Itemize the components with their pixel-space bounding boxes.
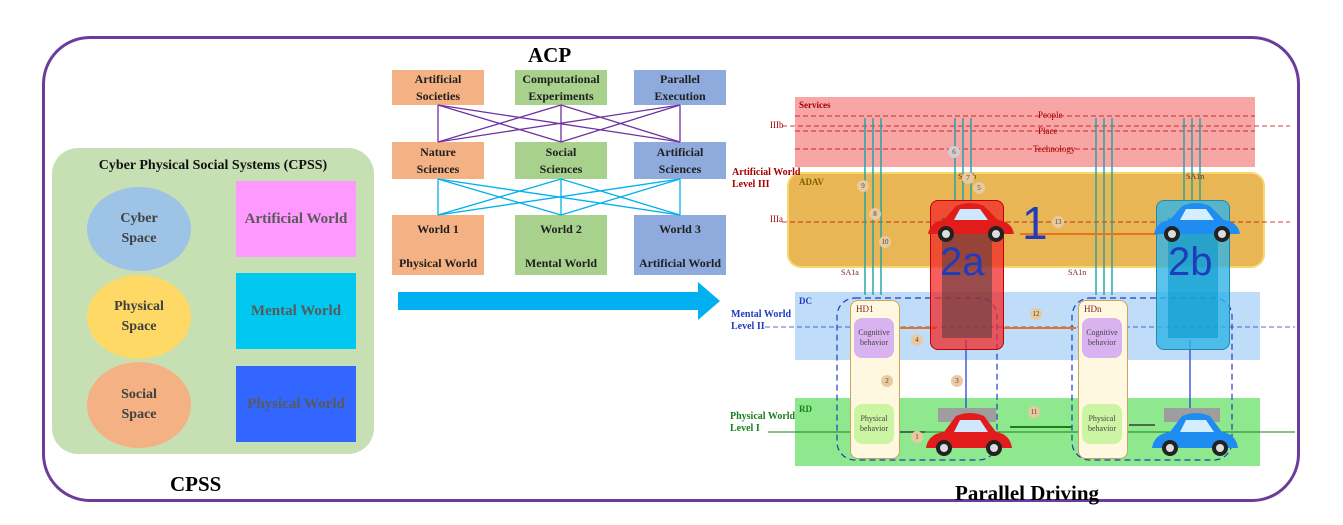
step-1-badge: 1 — [911, 431, 923, 443]
level-ii-label: Mental World Level II — [731, 309, 792, 332]
level-i-label: Physical World Level I — [730, 411, 796, 434]
sa1a-label: SA1a — [841, 268, 859, 277]
hdn-cognitive-behavior: Cognitive behavior — [1082, 318, 1122, 358]
step-7-badge: 7 — [962, 172, 974, 184]
step-11-badge: 11 — [1028, 406, 1040, 418]
cpss-caption: CPSS — [170, 472, 222, 496]
outer-frame — [42, 36, 1300, 502]
san-label: SA1n — [1186, 172, 1205, 181]
acp-world1-type: Physical World — [398, 256, 478, 270]
acp-parallel-execution: Parallel Execution — [634, 70, 726, 105]
tick-iiib: IIIb — [770, 120, 784, 130]
step-4-badge: 4 — [911, 334, 923, 346]
hd1-label: HD1 — [856, 304, 874, 314]
service-place: Place — [1038, 126, 1058, 136]
service-technology: Technology — [1033, 144, 1076, 154]
hdn-physical-behavior: Physical behavior — [1082, 404, 1122, 444]
cyber-space-label: Cyber Space — [120, 211, 158, 246]
step-2-badge: 2 — [881, 375, 893, 387]
acp-nature-sciences: Nature Sciences — [392, 142, 484, 179]
acp-world1-box: World 1 Physical World — [392, 215, 484, 275]
artificial-world-box: Artificial World — [236, 181, 356, 257]
hd1-cognitive-behavior: Cognitive behavior — [854, 318, 894, 358]
tick-iiia: IIIa — [770, 214, 783, 224]
hdn-label: HDn — [1084, 304, 1102, 314]
parallel-driving-caption: Parallel Driving — [955, 481, 1100, 505]
step-12-badge: 12 — [1030, 308, 1042, 320]
step-6-badge: 6 — [948, 146, 960, 158]
acp-social-sciences: Social Sciences — [515, 142, 607, 179]
acp-computational-experiments: Computational Experiments — [515, 70, 607, 105]
acp-artificial-sciences: Artificial Sciences — [634, 142, 726, 179]
acp-artificial-societies: Artificial Societies — [392, 70, 484, 105]
mental-world-box: Mental World — [236, 273, 356, 349]
acp-world3-box: World 3 Artificial World — [634, 215, 726, 275]
dc-label: DC — [799, 296, 812, 306]
acp-world2-type: Mental World — [524, 256, 598, 270]
transition-arrow — [398, 282, 720, 320]
acp-world1-name: World 1 — [417, 222, 459, 236]
level-iii-label: Artificial World Level III — [732, 167, 801, 190]
physical-space-label: Physical Space — [114, 299, 164, 334]
blue-physical-car-icon — [1152, 413, 1238, 456]
physical-space-ellipse: Physical Space — [87, 275, 191, 359]
services-label: Services — [799, 100, 831, 110]
red-virtual-car-icon — [928, 203, 1014, 242]
label-1: 1 — [1022, 197, 1048, 249]
social-space-ellipse: Social Space — [87, 362, 191, 448]
step-8-badge: 8 — [869, 208, 881, 220]
label-2a: 2a — [940, 240, 985, 284]
step-10-badge: 10 — [879, 236, 891, 248]
acp-title: ACP — [528, 43, 572, 67]
social-space-label: Social Space — [121, 387, 157, 422]
step-5-badge: 5 — [973, 182, 985, 194]
cyber-space-ellipse: Cyber Space — [87, 187, 191, 271]
red-physical-car-icon — [926, 413, 1012, 456]
step-3-badge: 3 — [951, 375, 963, 387]
cpss-title: Cyber Physical Social Systems (CPSS) — [98, 158, 328, 173]
acp-world2-box: World 2 Mental World — [515, 215, 607, 275]
acp-world2-name: World 2 — [540, 222, 582, 236]
services-band — [795, 97, 1255, 167]
acp-world3-name: World 3 — [659, 222, 701, 236]
physical-world-box: Physical World — [236, 366, 356, 442]
rd-label: RD — [799, 404, 812, 414]
service-people: People — [1038, 110, 1063, 120]
hd1-physical-behavior: Physical behavior — [854, 404, 894, 444]
adav-label: ADAV — [799, 177, 824, 187]
acp-world3-type: Artificial World — [638, 256, 722, 270]
blue-virtual-car-icon — [1154, 203, 1240, 242]
label-2b: 2b — [1168, 240, 1213, 284]
step-9-badge: 9 — [857, 180, 869, 192]
sa1n-label: SA1n — [1068, 268, 1087, 277]
step-13-badge: 13 — [1052, 216, 1064, 228]
